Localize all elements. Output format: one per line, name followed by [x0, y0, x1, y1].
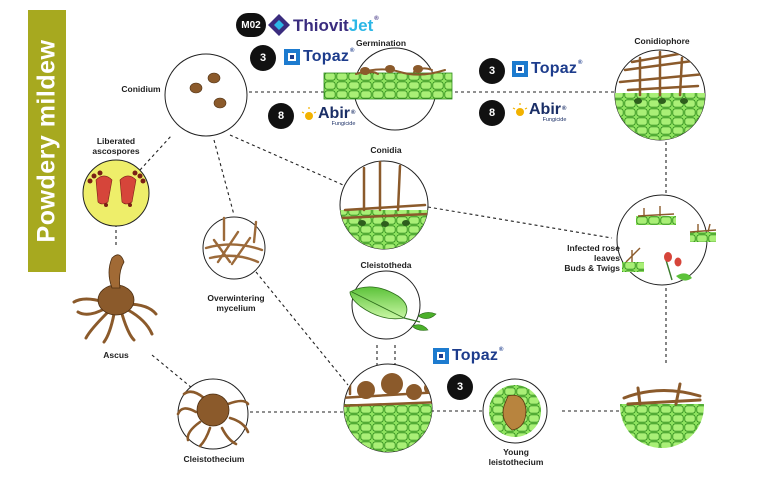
young-leistothecium-stage — [483, 379, 547, 443]
frac-badge-topaz-1: 3 — [250, 45, 276, 71]
brand-topaz-1: Topaz® — [300, 47, 355, 67]
cleistothecia-on-leaf-stage — [336, 364, 446, 456]
conidiophore-stage — [612, 50, 712, 143]
brand-thiovit-name: Thiovit — [293, 16, 349, 35]
thiovit-diamond-icon — [268, 14, 290, 36]
infected-rose-stage — [617, 195, 716, 285]
overwintering-mycelium-stage — [203, 217, 265, 279]
brand-topaz-3: Topaz® — [449, 346, 504, 366]
label-cleistotheda: Cleistotheda — [346, 260, 426, 270]
frac-badge-m02: M02 — [236, 13, 266, 37]
frac-badge-topaz-3: 3 — [447, 374, 473, 400]
label-conidia: Conidia — [356, 145, 416, 155]
brand-thiovit-jet: ThiovitJet® — [290, 14, 379, 38]
label-conidiophore: Conidiophore — [622, 36, 702, 46]
rose-bud-icon — [664, 252, 672, 262]
brand-thiovit-jet-suffix: Jet — [349, 16, 374, 35]
label-conidium: Conidium — [116, 84, 166, 94]
frac-badge-topaz-2: 3 — [479, 58, 505, 84]
frac-badge-abir-1: 8 — [268, 103, 294, 129]
label-cleistothecium: Cleistothecium — [174, 454, 254, 464]
label-ascus: Ascus — [96, 350, 136, 360]
liberated-ascospores-stage — [83, 160, 149, 226]
brand-abir-1: Abir®Fungicide — [316, 106, 355, 127]
brand-topaz-2: Topaz® — [528, 59, 583, 79]
cleistotheda-stage — [350, 271, 436, 339]
cleistothecium-stage — [178, 379, 248, 449]
frac-badge-abir-2: 8 — [479, 100, 505, 126]
mycelium-on-leaf-stage — [618, 364, 708, 454]
brand-abir-2: Abir®Fungicide — [527, 102, 566, 123]
conidia-stage — [338, 160, 430, 252]
conidium-stage — [165, 54, 247, 136]
ascus-stage — [74, 255, 156, 342]
